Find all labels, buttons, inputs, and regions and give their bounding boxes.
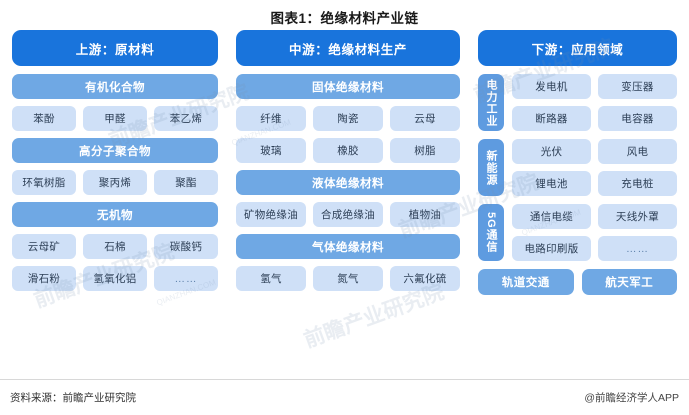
chain-item[interactable]: 苯乙烯 xyxy=(154,106,218,131)
downstream-item-grid: 通信电缆天线外罩电路印刷版 …… xyxy=(512,204,677,261)
chain-item-row: 电路印刷版 …… xyxy=(512,236,677,261)
chain-item-row: 光伏风电 xyxy=(512,139,677,164)
chain-item[interactable]: 石棉 xyxy=(83,234,147,259)
chain-item[interactable]: 风电 xyxy=(598,139,677,164)
chain-item[interactable]: …… xyxy=(154,266,218,291)
column-header-downstream: 下游：应用领域 xyxy=(478,30,677,66)
upstream-groups: 有机化合物苯酚甲醛苯乙烯高分子聚合物环氧树脂聚丙烯聚酯无机物云母矿石棉碳酸钙滑石… xyxy=(12,74,218,291)
column-header-midstream: 中游：绝缘材料生产 xyxy=(236,30,460,66)
chain-item[interactable]: 六氟化硫 xyxy=(390,266,460,291)
chain-item[interactable]: 滑石粉 xyxy=(12,266,76,291)
chain-subheader[interactable]: 无机物 xyxy=(12,202,218,227)
chain-item[interactable]: 陶瓷 xyxy=(313,106,383,131)
downstream-group: 5G通信通信电缆天线外罩电路印刷版 …… xyxy=(478,204,677,261)
chain-item-row: 通信电缆天线外罩 xyxy=(512,204,677,229)
chain-item[interactable]: 聚酯 xyxy=(154,170,218,195)
chain-item-row: 锂电池充电桩 xyxy=(512,171,677,196)
chain-item[interactable]: 云母矿 xyxy=(12,234,76,259)
chain-item-row: 苯酚甲醛苯乙烯 xyxy=(12,106,218,131)
footer-source: 资料来源：前瞻产业研究院 xyxy=(10,392,136,404)
chain-item[interactable]: 苯酚 xyxy=(12,106,76,131)
downstream-vertical-label[interactable]: 新能源 xyxy=(478,139,504,196)
downstream-item-grid: 发电机变压器断路器电容器 xyxy=(512,74,677,131)
chain-item[interactable]: 树脂 xyxy=(390,138,460,163)
chain-item-row: 矿物绝缘油合成绝缘油植物油 xyxy=(236,202,460,227)
chain-item[interactable]: 玻璃 xyxy=(236,138,306,163)
chain-subheader[interactable]: 气体绝缘材料 xyxy=(236,234,460,259)
chain-item[interactable]: 甲醛 xyxy=(83,106,147,131)
chain-item[interactable]: 矿物绝缘油 xyxy=(236,202,306,227)
chain-subheader[interactable]: 高分子聚合物 xyxy=(12,138,218,163)
chain-item[interactable]: 环氧树脂 xyxy=(12,170,76,195)
chain-item[interactable]: 合成绝缘油 xyxy=(313,202,383,227)
page-title: 图表1：绝缘材料产业链 xyxy=(270,11,419,26)
downstream-group: 新能源光伏风电锂电池充电桩 xyxy=(478,139,677,196)
downstream-vertical-label[interactable]: 电力工业 xyxy=(478,74,504,131)
chain-item[interactable]: 氢氧化铝 xyxy=(83,266,147,291)
chain-item-row: 发电机变压器 xyxy=(512,74,677,99)
chain-subheader[interactable]: 有机化合物 xyxy=(12,74,218,99)
chain-item-row: 氢气氮气六氟化硫 xyxy=(236,266,460,291)
column-midstream: 中游：绝缘材料生产 固体绝缘材料纤维陶瓷云母玻璃橡胶树脂液体绝缘材料矿物绝缘油合… xyxy=(236,30,460,375)
chain-item[interactable]: 氮气 xyxy=(313,266,383,291)
chain-item[interactable]: 发电机 xyxy=(512,74,591,99)
chain-item[interactable]: 光伏 xyxy=(512,139,591,164)
column-header-upstream: 上游：原材料 xyxy=(12,30,218,66)
chain-item[interactable]: 断路器 xyxy=(512,106,591,131)
chain-item-row: 玻璃橡胶树脂 xyxy=(236,138,460,163)
chain-item[interactable]: 变压器 xyxy=(598,74,677,99)
chain-item[interactable]: …… xyxy=(598,236,677,261)
midstream-groups: 固体绝缘材料纤维陶瓷云母玻璃橡胶树脂液体绝缘材料矿物绝缘油合成绝缘油植物油气体绝… xyxy=(236,74,460,291)
chain-item-row: 断路器电容器 xyxy=(512,106,677,131)
chain-item[interactable]: 聚丙烯 xyxy=(83,170,147,195)
chain-item[interactable]: 电路印刷版 xyxy=(512,236,591,261)
chain-item[interactable]: 植物油 xyxy=(390,202,460,227)
chain-subheader[interactable]: 液体绝缘材料 xyxy=(236,170,460,195)
chain-item[interactable]: 云母 xyxy=(390,106,460,131)
chain-item-row: 滑石粉氢氧化铝 …… xyxy=(12,266,218,291)
chain-item-row: 环氧树脂聚丙烯聚酯 xyxy=(12,170,218,195)
chain-item[interactable]: 天线外罩 xyxy=(598,204,677,229)
supply-chain-board: 上游：原材料 有机化合物苯酚甲醛苯乙烯高分子聚合物环氧树脂聚丙烯聚酯无机物云母矿… xyxy=(0,30,689,375)
downstream-item-grid: 光伏风电锂电池充电桩 xyxy=(512,139,677,196)
downstream-bottom-row: 轨道交通航天军工 xyxy=(478,269,677,295)
downstream-bottom-pill[interactable]: 航天军工 xyxy=(581,269,677,295)
chain-item[interactable]: 碳酸钙 xyxy=(154,234,218,259)
column-upstream: 上游：原材料 有机化合物苯酚甲醛苯乙烯高分子聚合物环氧树脂聚丙烯聚酯无机物云母矿… xyxy=(12,30,218,375)
chain-item[interactable]: 氢气 xyxy=(236,266,306,291)
chain-item-row: 云母矿石棉碳酸钙 xyxy=(12,234,218,259)
chain-item[interactable]: 充电桩 xyxy=(598,171,677,196)
chain-subheader[interactable]: 固体绝缘材料 xyxy=(236,74,460,99)
chain-item-row: 纤维陶瓷云母 xyxy=(236,106,460,131)
chain-item[interactable]: 橡胶 xyxy=(313,138,383,163)
chain-item[interactable]: 纤维 xyxy=(236,106,306,131)
chain-item[interactable]: 锂电池 xyxy=(512,171,591,196)
footer: 资料来源：前瞻产业研究院 @前瞻经济学人APP xyxy=(0,379,689,415)
downstream-bottom-pill[interactable]: 轨道交通 xyxy=(478,269,574,295)
chain-item[interactable]: 电容器 xyxy=(598,106,677,131)
downstream-group: 电力工业发电机变压器断路器电容器 xyxy=(478,74,677,131)
chain-item[interactable]: 通信电缆 xyxy=(512,204,591,229)
downstream-vertical-label[interactable]: 5G通信 xyxy=(478,204,504,261)
footer-account: @前瞻经济学人APP xyxy=(584,392,679,404)
